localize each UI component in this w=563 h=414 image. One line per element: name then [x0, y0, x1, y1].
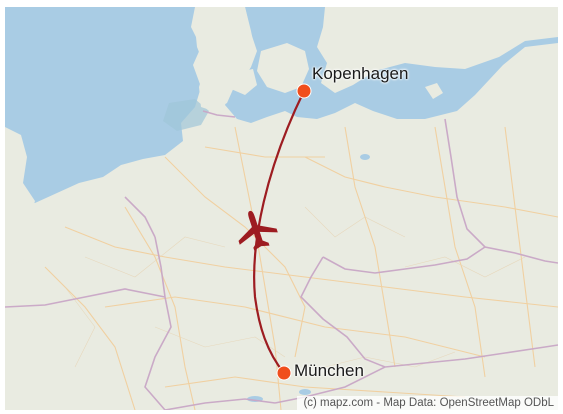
muenchen-label: München [294, 361, 364, 380]
bornholm-island [425, 83, 443, 99]
muenchen-marker[interactable] [276, 365, 292, 381]
flight-route [253, 90, 305, 374]
sweden-land [317, 7, 558, 93]
map-view[interactable]: Kopenhagen München (c) mapz.com - Map Da… [5, 7, 558, 410]
kopenhagen-marker[interactable] [296, 83, 312, 99]
kopenhagen-label: Kopenhagen [312, 64, 409, 83]
road-network [44, 126, 558, 410]
denmark-land [195, 7, 255, 111]
zealand-island [257, 43, 309, 93]
minor-roads [64, 206, 526, 368]
funen-island [231, 69, 257, 95]
airplane-icon [238, 210, 278, 251]
country-borders [5, 110, 558, 410]
uk-land [5, 127, 45, 257]
shallow-waters [163, 99, 209, 131]
map-attribution: (c) mapz.com - Map Data: OpenStreetMap O… [297, 396, 558, 410]
german-polish-coast [5, 81, 558, 410]
map-canvas[interactable] [5, 7, 558, 410]
north-sea [5, 7, 201, 203]
